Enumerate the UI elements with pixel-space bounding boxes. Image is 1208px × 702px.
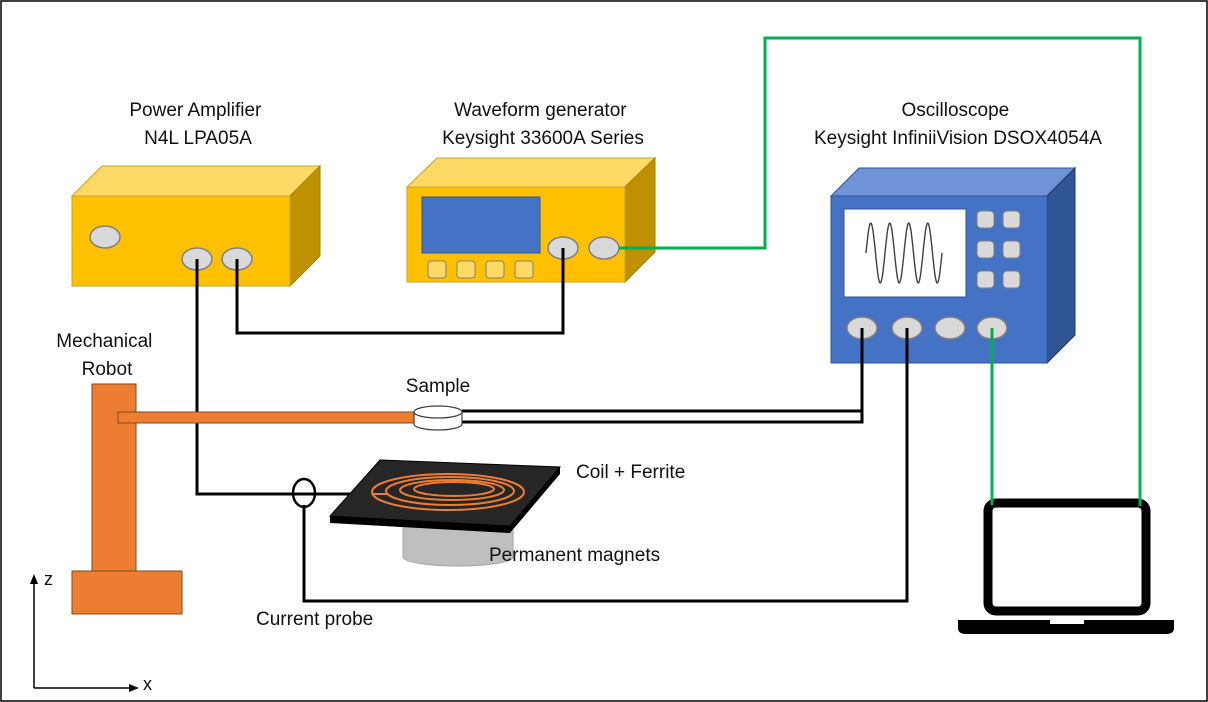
- power-amplifier-label: Power Amplifier N4L LPA05A: [129, 100, 266, 149]
- permanent-magnets-label: Permanent magnets: [489, 545, 660, 566]
- oscilloscope-button: [1002, 210, 1021, 229]
- oscilloscope-button: [976, 240, 995, 259]
- sample-disc-top: [413, 405, 463, 419]
- oscilloscope-label: Oscilloscope Keysight InfiniiVision DSOX…: [814, 100, 1102, 149]
- coil-winding: [371, 473, 525, 511]
- current-probe-to-oscilloscope-cable: [302, 328, 909, 603]
- generator-to-laptop-cable: [619, 36, 1142, 506]
- waveform-generator-sync-port: [588, 236, 620, 260]
- power-amplifier-knob: [89, 225, 121, 249]
- power-amplifier-top: [70, 165, 322, 197]
- current-probe-label: Current probe: [256, 609, 373, 630]
- waveform-generator-screen: [421, 196, 541, 254]
- robot-base: [71, 570, 183, 615]
- x-axis-arrowhead: [129, 684, 139, 692]
- sample-label: Sample: [406, 376, 470, 397]
- mechanical-robot: [71, 383, 419, 615]
- z-axis-label: z: [44, 569, 53, 589]
- oscilloscope: [829, 166, 1077, 365]
- waveform-generator-button: [514, 260, 534, 279]
- coil-winding: [413, 481, 495, 497]
- coil-winding: [399, 479, 505, 501]
- oscilloscope-button: [1002, 270, 1021, 289]
- sample-to-oscilloscope-cable-return: [462, 411, 864, 424]
- laptop-icon: [958, 498, 1174, 634]
- sample: [413, 405, 463, 431]
- oscilloscope-screen: [843, 208, 967, 298]
- oscilloscope-top: [829, 167, 1077, 197]
- waveform-generator-button: [485, 260, 505, 279]
- waveform-generator-label: Waveform generator Keysight 33600A Serie…: [442, 100, 644, 149]
- coil-label: Coil + Ferrite: [576, 462, 685, 483]
- amplifier-to-coil-cable: [195, 259, 350, 496]
- oscilloscope-button: [976, 210, 995, 229]
- laptop-screen: [983, 498, 1151, 616]
- oscilloscope-channel-3-port: [934, 316, 966, 340]
- mechanical-robot-label: Mechanical Robot: [56, 331, 157, 380]
- waveform-generator-button: [456, 260, 476, 279]
- oscilloscope-button: [976, 270, 995, 289]
- oscilloscope-button: [1002, 240, 1021, 259]
- coil-assembly: [328, 459, 562, 567]
- coil-winding: [385, 476, 515, 506]
- z-axis-arrowhead: [30, 574, 38, 584]
- x-axis-label: x: [143, 674, 152, 694]
- generator-to-amplifier-cable: [235, 248, 565, 335]
- oscilloscope-side: [1046, 166, 1076, 365]
- waveform-generator-button: [427, 260, 447, 279]
- laptop-base: [958, 620, 1174, 634]
- robot-arm: [117, 411, 419, 424]
- oscilloscope-waveform: [865, 222, 943, 284]
- laptop-trackpad-notch: [1050, 620, 1084, 624]
- current-probe-icon: [291, 477, 317, 509]
- axis-indicator: z x: [30, 569, 152, 694]
- waveform-generator-top: [405, 157, 657, 188]
- ferrite-plate: [328, 459, 562, 527]
- waveform-generator: [405, 156, 657, 284]
